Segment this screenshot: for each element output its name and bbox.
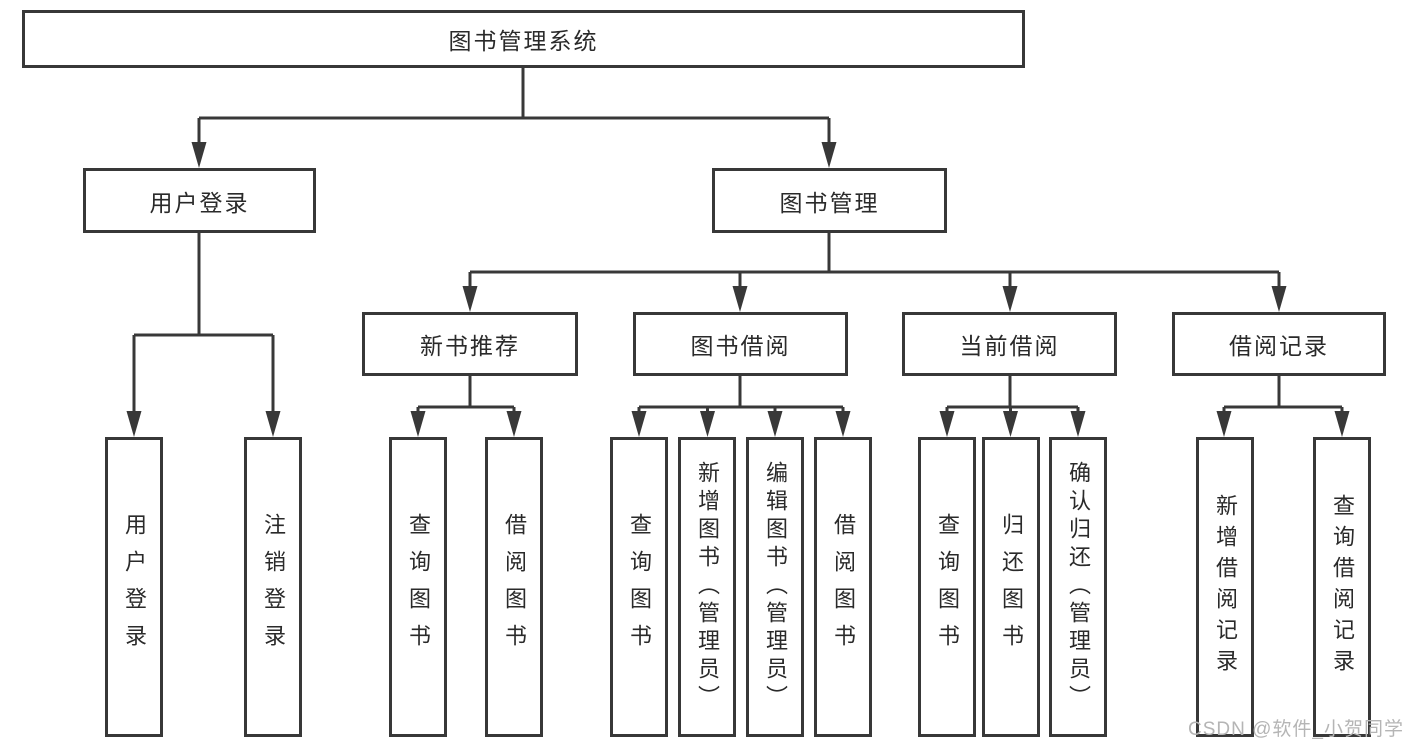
- arrowhead: [506, 411, 522, 437]
- node-label: 新书推荐: [420, 333, 520, 359]
- branch-user-login: 用户登录: [83, 168, 316, 233]
- leaf-label: 查询图书: [935, 513, 960, 661]
- node-book-borrow: 图书借阅: [633, 312, 848, 376]
- node-borrow-records: 借阅记录: [1172, 312, 1386, 376]
- branch-label: 用户登录: [149, 189, 250, 216]
- root-node-library-system: 图书管理系统: [22, 10, 1025, 68]
- leaf-label: 确认归还（管理员）: [1066, 461, 1091, 713]
- leaf-edit-book-admin: 编辑图书（管理员）: [746, 437, 804, 737]
- leaf-label: 注销登录: [261, 513, 286, 661]
- branch-label: 图书管理: [779, 189, 880, 216]
- leaf-borrow-books-recommend: 借阅图书: [485, 437, 543, 737]
- leaf-label: 查询图书: [406, 513, 431, 661]
- branch-book-management: 图书管理: [712, 168, 947, 233]
- leaf-label: 查询图书: [627, 513, 652, 661]
- leaf-confirm-return-admin: 确认归还（管理员）: [1049, 437, 1107, 737]
- arrowhead: [191, 142, 207, 168]
- node-label: 当前借阅: [959, 333, 1060, 359]
- node-new-book-recommend: 新书推荐: [362, 312, 578, 376]
- arrowhead: [1003, 411, 1018, 437]
- node-label: 图书借阅: [690, 333, 791, 359]
- arrowhead: [732, 286, 748, 312]
- leaf-add-book-admin: 新增图书（管理员）: [678, 437, 736, 737]
- edge-book-mgmt-split: [468, 233, 1281, 289]
- leaf-query-books-borrow: 查询图书: [610, 437, 668, 737]
- arrowhead: [126, 411, 142, 437]
- arrowhead: [462, 286, 478, 312]
- arrowhead: [1216, 411, 1232, 437]
- edge-root-split: [197, 68, 831, 145]
- root-node-label: 图书管理系统: [448, 28, 599, 54]
- arrowheads: [126, 142, 1350, 437]
- arrowhead: [821, 142, 837, 168]
- leaf-user-login: 用户登录: [105, 437, 163, 737]
- arrowhead: [410, 411, 426, 437]
- leaf-label: 新增图书（管理员）: [695, 461, 720, 713]
- leaf-query-borrow-record: 查询借阅记录: [1313, 437, 1371, 737]
- leaf-label: 借阅图书: [831, 513, 856, 661]
- edge-current-split: [945, 376, 1080, 414]
- arrowhead: [700, 411, 715, 437]
- edge-user-login-split: [132, 233, 275, 414]
- leaf-borrow-books: 借阅图书: [814, 437, 872, 737]
- arrowhead: [1334, 411, 1350, 437]
- leaf-return-books: 归还图书: [982, 437, 1040, 737]
- arrowhead: [835, 411, 851, 437]
- node-current-borrow: 当前借阅: [902, 312, 1117, 376]
- arrowhead: [1002, 286, 1018, 312]
- arrowhead: [767, 411, 783, 437]
- edge-borrow-split: [637, 376, 845, 414]
- tree-edges: [132, 68, 1344, 414]
- edge-recommend-split: [416, 376, 516, 414]
- arrowhead: [631, 411, 647, 437]
- csdn-watermark: CSDN @软件_小贺同学: [1188, 719, 1404, 740]
- leaf-query-books-recommend: 查询图书: [389, 437, 447, 737]
- leaf-label: 新增借阅记录: [1213, 494, 1238, 680]
- leaf-add-borrow-record: 新增借阅记录: [1196, 437, 1254, 737]
- leaf-label: 查询借阅记录: [1330, 494, 1355, 680]
- leaf-label: 编辑图书（管理员）: [763, 461, 788, 713]
- arrowhead: [1271, 286, 1287, 312]
- leaf-label: 借阅图书: [502, 513, 527, 661]
- arrowhead: [1070, 411, 1086, 437]
- arrowhead: [265, 411, 281, 437]
- node-label: 借阅记录: [1229, 333, 1329, 359]
- leaf-label: 归还图书: [999, 513, 1024, 661]
- leaf-query-books-current: 查询图书: [918, 437, 976, 737]
- leaf-label: 用户登录: [122, 513, 147, 661]
- edge-records-split: [1222, 376, 1344, 414]
- arrowhead: [939, 411, 955, 437]
- leaf-logout: 注销登录: [244, 437, 302, 737]
